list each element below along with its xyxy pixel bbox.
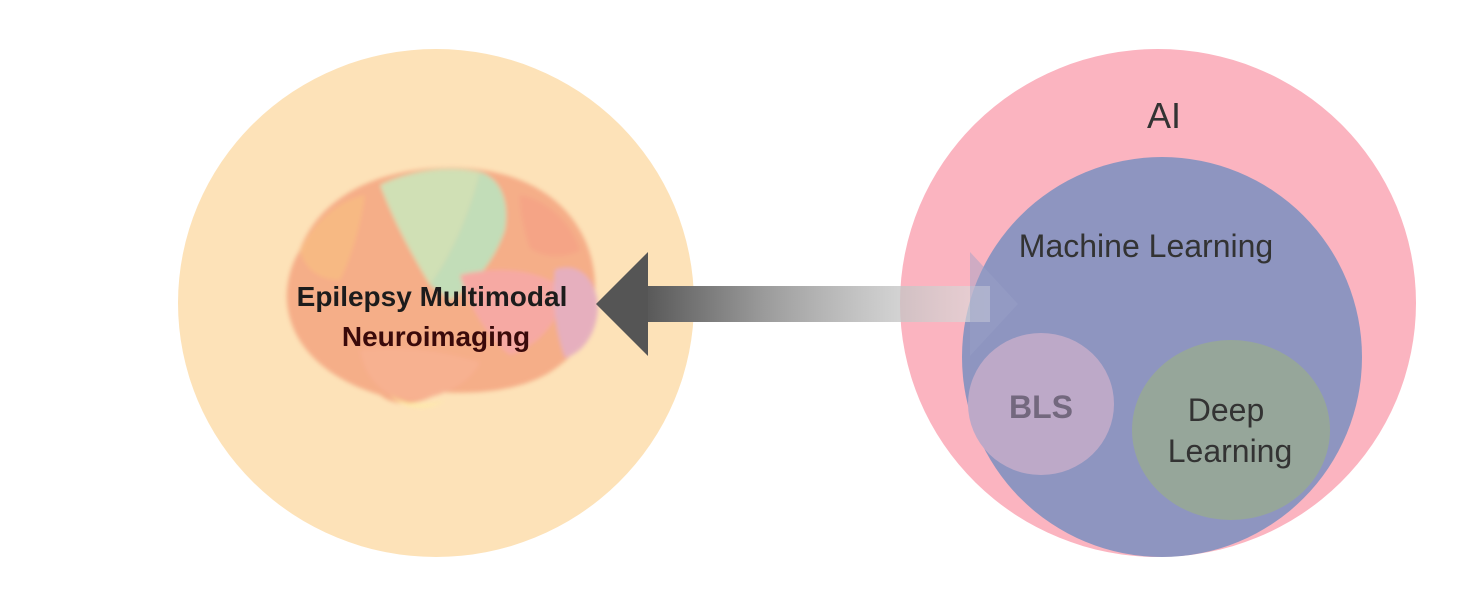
bls-label: BLS xyxy=(1009,389,1073,425)
deep-learning-circle xyxy=(1132,340,1330,520)
ai-label: AI xyxy=(1147,95,1181,136)
deep-learning-label-line1: Deep xyxy=(1188,392,1265,428)
neuroimaging-label-line1: Epilepsy Multimodal xyxy=(297,281,568,312)
neuroimaging-label-line2: Neuroimaging xyxy=(342,321,530,352)
bls-circle xyxy=(968,333,1114,475)
brain-icon xyxy=(286,167,598,407)
machine-learning-label: Machine Learning xyxy=(1019,228,1273,264)
arrow-left-icon xyxy=(596,252,1018,356)
deep-learning-label-line2: Learning xyxy=(1168,433,1293,469)
